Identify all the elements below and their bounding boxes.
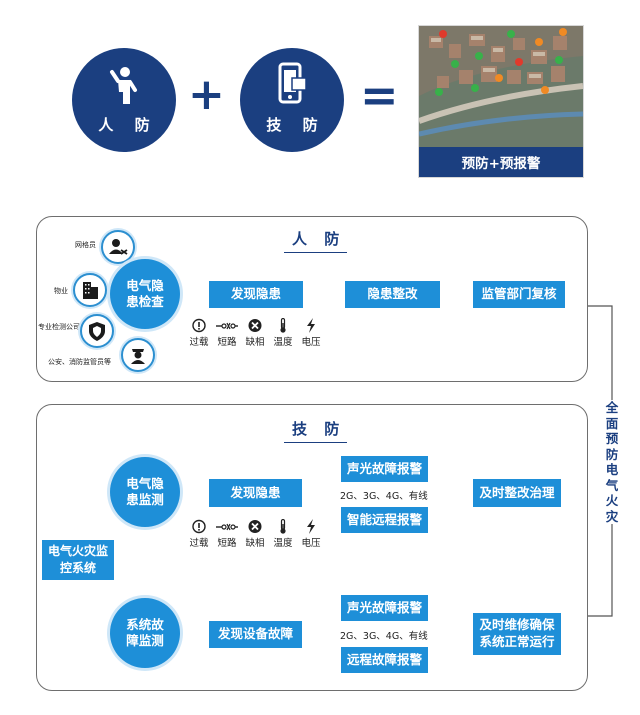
- tech-defense-circle: 技 防: [240, 48, 344, 152]
- timely-repair-box: 及时维修确保系统正常运行: [473, 613, 561, 655]
- smart-remote-alarm-box: 智能远程报警: [341, 507, 428, 533]
- fault-temperature: 温度: [272, 519, 294, 549]
- fault-short-circuit: 短路: [216, 318, 238, 348]
- comprehensive-prevention-label: 全面预防电气火灾: [604, 400, 620, 524]
- find-equipment-fault-box: 发现设备故障: [209, 621, 302, 648]
- inspection-company-circle: [80, 314, 114, 348]
- human-defense-circle: 人 防: [72, 48, 176, 152]
- shield-icon: [89, 322, 105, 341]
- actor-label: 网格员: [75, 241, 96, 249]
- fault-temperature: 温度: [272, 318, 294, 348]
- police-icon: [131, 349, 145, 364]
- plus-sign: +: [188, 69, 225, 120]
- fault-voltage: 电压: [300, 519, 322, 549]
- human-panel-title: 人 防: [283, 230, 348, 253]
- fault-short-circuit: 短路: [216, 519, 238, 549]
- thermometer-icon: [280, 318, 286, 333]
- prevention-caption: 预防+预报警: [419, 147, 583, 177]
- tech-defense-label: 技 防: [266, 116, 326, 134]
- fault-overload: 过载: [188, 519, 210, 549]
- x-circle-icon: [248, 520, 262, 533]
- remote-fault-alarm-box: 远程故障报警: [341, 647, 428, 673]
- actor-label: 专业检测公司: [38, 323, 80, 331]
- fault-voltage: 电压: [300, 318, 322, 348]
- system-fault-monitoring-node: 系统故障监测: [110, 598, 180, 668]
- human-defense-label: 人 防: [98, 116, 158, 134]
- person-badge-icon: [109, 239, 128, 255]
- short-circuit-icon: [216, 523, 238, 531]
- system-fault-monitoring-label: 系统故障监测: [126, 616, 164, 648]
- warning-circle-icon: [192, 519, 206, 534]
- building-icon: [83, 282, 98, 299]
- short-circuit-icon: [216, 322, 238, 330]
- inspection-node-label: 电气隐患检查: [126, 277, 164, 309]
- sound-light-fault-alarm-box: 声光故障报警: [341, 595, 428, 621]
- tech-panel-title: 技 防: [283, 420, 348, 443]
- phone-icon: [278, 62, 307, 104]
- x-circle-icon: [248, 319, 262, 332]
- review-box: 监管部门复核: [473, 281, 565, 308]
- rectify-box: 隐患整改: [345, 281, 440, 308]
- lightning-icon: [307, 519, 315, 534]
- fire-monitoring-system-box: 电气火灾监控系统: [42, 540, 114, 580]
- fault-phase-loss: 缺相: [244, 519, 266, 549]
- network-label: 2G、3G、4G、有线: [340, 631, 428, 642]
- network-label: 2G、3G、4G、有线: [340, 491, 428, 502]
- grid-worker-circle: [101, 230, 135, 264]
- actor-label: 物业: [54, 287, 68, 295]
- find-hazard-box: 发现隐患: [209, 281, 303, 308]
- property-circle: [73, 273, 107, 307]
- actor-label: 公安、消防监管员等: [48, 358, 111, 366]
- person-icon: [110, 67, 137, 104]
- hazard-monitoring-label: 电气隐患监测: [126, 475, 164, 507]
- find-hazard-box: 发现隐患: [209, 479, 302, 507]
- equals-sign: =: [360, 68, 399, 122]
- warning-circle-icon: [192, 318, 206, 333]
- city-map-image: 预防+预报警: [418, 25, 584, 178]
- lightning-icon: [307, 318, 315, 333]
- hazard-monitoring-node: 电气隐患监测: [110, 457, 180, 527]
- fault-overload: 过载: [188, 318, 210, 348]
- timely-rectify-box: 及时整改治理: [473, 479, 561, 507]
- police-circle: [121, 338, 155, 372]
- thermometer-icon: [280, 519, 286, 534]
- fault-phase-loss: 缺相: [244, 318, 266, 348]
- inspection-node: 电气隐患检查: [110, 259, 180, 329]
- sound-light-alarm-box: 声光故障报警: [341, 456, 428, 482]
